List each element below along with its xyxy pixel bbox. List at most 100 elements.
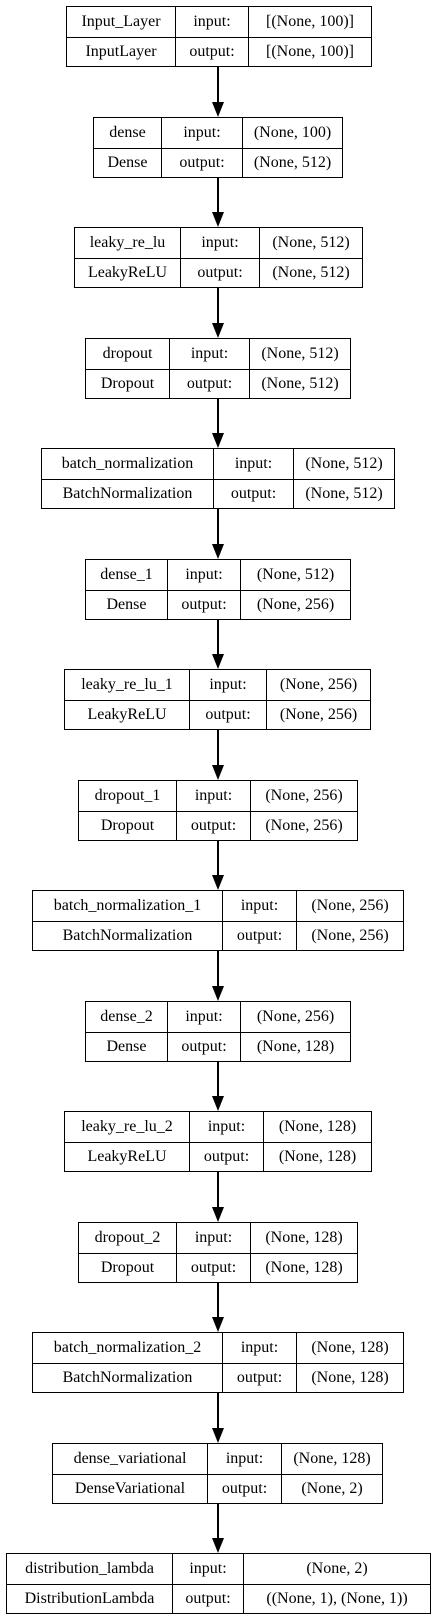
layer-name: leaky_re_lu_1: [81, 675, 173, 693]
arrow-shaft: [217, 730, 219, 766]
arrow-head-icon: [212, 765, 224, 780]
layer-input-row: dropout input:(None, 512): [86, 339, 350, 369]
layer-type: BatchNormalization: [62, 926, 193, 944]
input-shape: (None, 128): [296, 1333, 403, 1363]
input-label: input:: [213, 449, 293, 479]
layer-type: LeakyReLU: [87, 705, 167, 723]
output-label: output:: [172, 1584, 243, 1613]
layer-name: dense_variational: [73, 1449, 187, 1467]
output-shape: (None, 512): [259, 258, 362, 287]
layer-type: Dense: [106, 1037, 147, 1055]
output-shape: (None, 256): [250, 811, 357, 840]
input-label: input:: [176, 1223, 250, 1253]
layer-name: leaky_re_lu_2: [81, 1117, 173, 1135]
output-label: output:: [222, 1363, 296, 1392]
layer-name: batch_normalization_1: [53, 896, 202, 914]
output-label: output:: [222, 921, 296, 950]
arrow-shaft: [217, 951, 219, 987]
layer-output-row: BatchNormalization output:(None, 256): [33, 920, 403, 950]
arrow-head-icon: [212, 323, 224, 338]
layer-name: dense_1: [100, 565, 153, 583]
layer-node: distribution_lambda input:(None, 2)Distri…: [6, 1553, 431, 1614]
layer-type: InputLayer: [85, 42, 157, 60]
output-shape: (None, 512): [242, 148, 342, 177]
input-shape: (None, 256): [266, 670, 370, 700]
input-shape: (None, 512): [249, 339, 350, 369]
input-label: input:: [176, 781, 250, 811]
layer-input-row: distribution_lambda input:(None, 2): [7, 1554, 430, 1584]
arrow-head-icon: [212, 1538, 224, 1553]
input-shape: (None, 2): [243, 1554, 430, 1584]
input-shape: (None, 100): [242, 118, 342, 148]
arrow-head-icon: [212, 102, 224, 117]
arrow-shaft: [217, 1504, 219, 1539]
output-shape: (None, 2): [281, 1474, 382, 1503]
output-shape: (None, 128): [296, 1363, 403, 1392]
arrow-head-icon: [212, 1096, 224, 1111]
layer-type: Dense: [106, 595, 147, 613]
input-label: input:: [189, 670, 266, 700]
arrow-head-icon: [212, 1428, 224, 1443]
output-label: output:: [161, 148, 242, 177]
arrow-shaft: [217, 1283, 219, 1318]
layer-name: dropout: [102, 344, 153, 362]
output-shape: [(None, 100)]: [248, 37, 371, 66]
layer-name: distribution_lambda: [25, 1559, 154, 1577]
input-label: input:: [167, 1002, 240, 1032]
output-label: output:: [207, 1474, 281, 1503]
input-label: input:: [161, 118, 242, 148]
output-shape: (None, 128): [250, 1253, 357, 1282]
arrow-head-icon: [212, 544, 224, 559]
layer-name: dropout_2: [94, 1228, 161, 1246]
output-label: output:: [189, 700, 266, 729]
input-label: input:: [207, 1444, 281, 1474]
arrow-head-icon: [212, 654, 224, 669]
arrow-shaft: [217, 1393, 219, 1429]
input-label: input:: [172, 1554, 243, 1584]
layer-type: LeakyReLU: [87, 1147, 167, 1165]
arrow-head-icon: [212, 433, 224, 448]
arrow-shaft: [217, 620, 219, 655]
output-label: output:: [167, 1032, 240, 1061]
arrow-head-icon: [212, 1207, 224, 1222]
input-label: input:: [189, 1112, 263, 1142]
arrow-head-icon: [212, 986, 224, 1001]
layer-type: Dropout: [100, 1258, 155, 1276]
arrow-shaft: [217, 178, 219, 213]
layer-name: Input_Layer: [81, 12, 161, 30]
layer-name: dropout_1: [94, 786, 161, 804]
input-shape: (None, 512): [293, 449, 394, 479]
input-shape: (None, 256): [296, 891, 403, 921]
arrow-shaft: [217, 1172, 219, 1208]
output-shape: (None, 256): [266, 700, 370, 729]
input-label: input:: [169, 339, 249, 369]
output-shape: (None, 256): [296, 921, 403, 950]
